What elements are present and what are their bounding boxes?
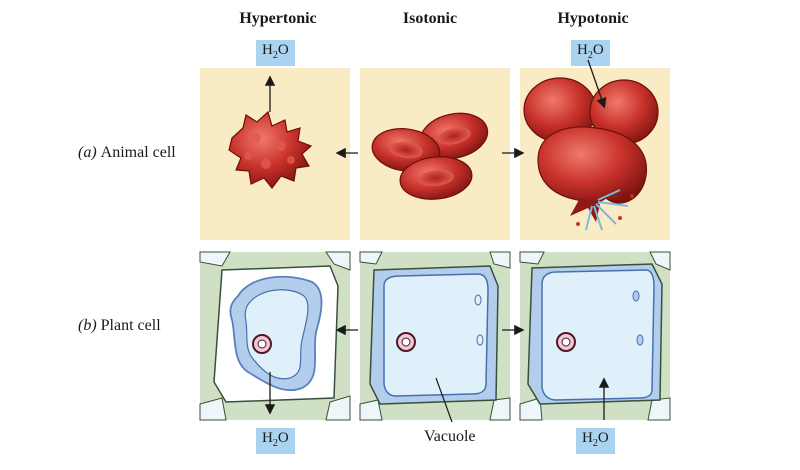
water-label-hypotonic-top: H2O [571,40,610,66]
heading-hypertonic: Hypertonic [239,10,317,27]
water-label-hypertonic-bottom: H2O [256,428,295,454]
crenated-red-blood-cell [228,110,313,189]
vacuole-pointer [435,377,453,423]
row-label-animal: (a) Animal cell [78,144,176,161]
heading-isotonic: Isotonic [402,10,458,27]
heading-hypotonic: Hypotonic [557,10,629,27]
plant-cell-hypotonic [527,263,663,405]
normal-red-blood-cells [371,112,489,200]
water-in-arrow-animal [587,59,607,109]
water-label-hypertonic-top: H2O [256,40,295,66]
row-label-plant: (b) Plant cell [78,317,161,334]
water-label-hypotonic-bottom: H2O [576,428,615,454]
plant-cell-hypertonic [213,265,339,403]
swollen-red-blood-cells [523,77,659,231]
plant-cell-isotonic [369,265,499,405]
vacuole-label: Vacuole [424,428,476,445]
burst-cytoplasm-spray [585,189,629,231]
